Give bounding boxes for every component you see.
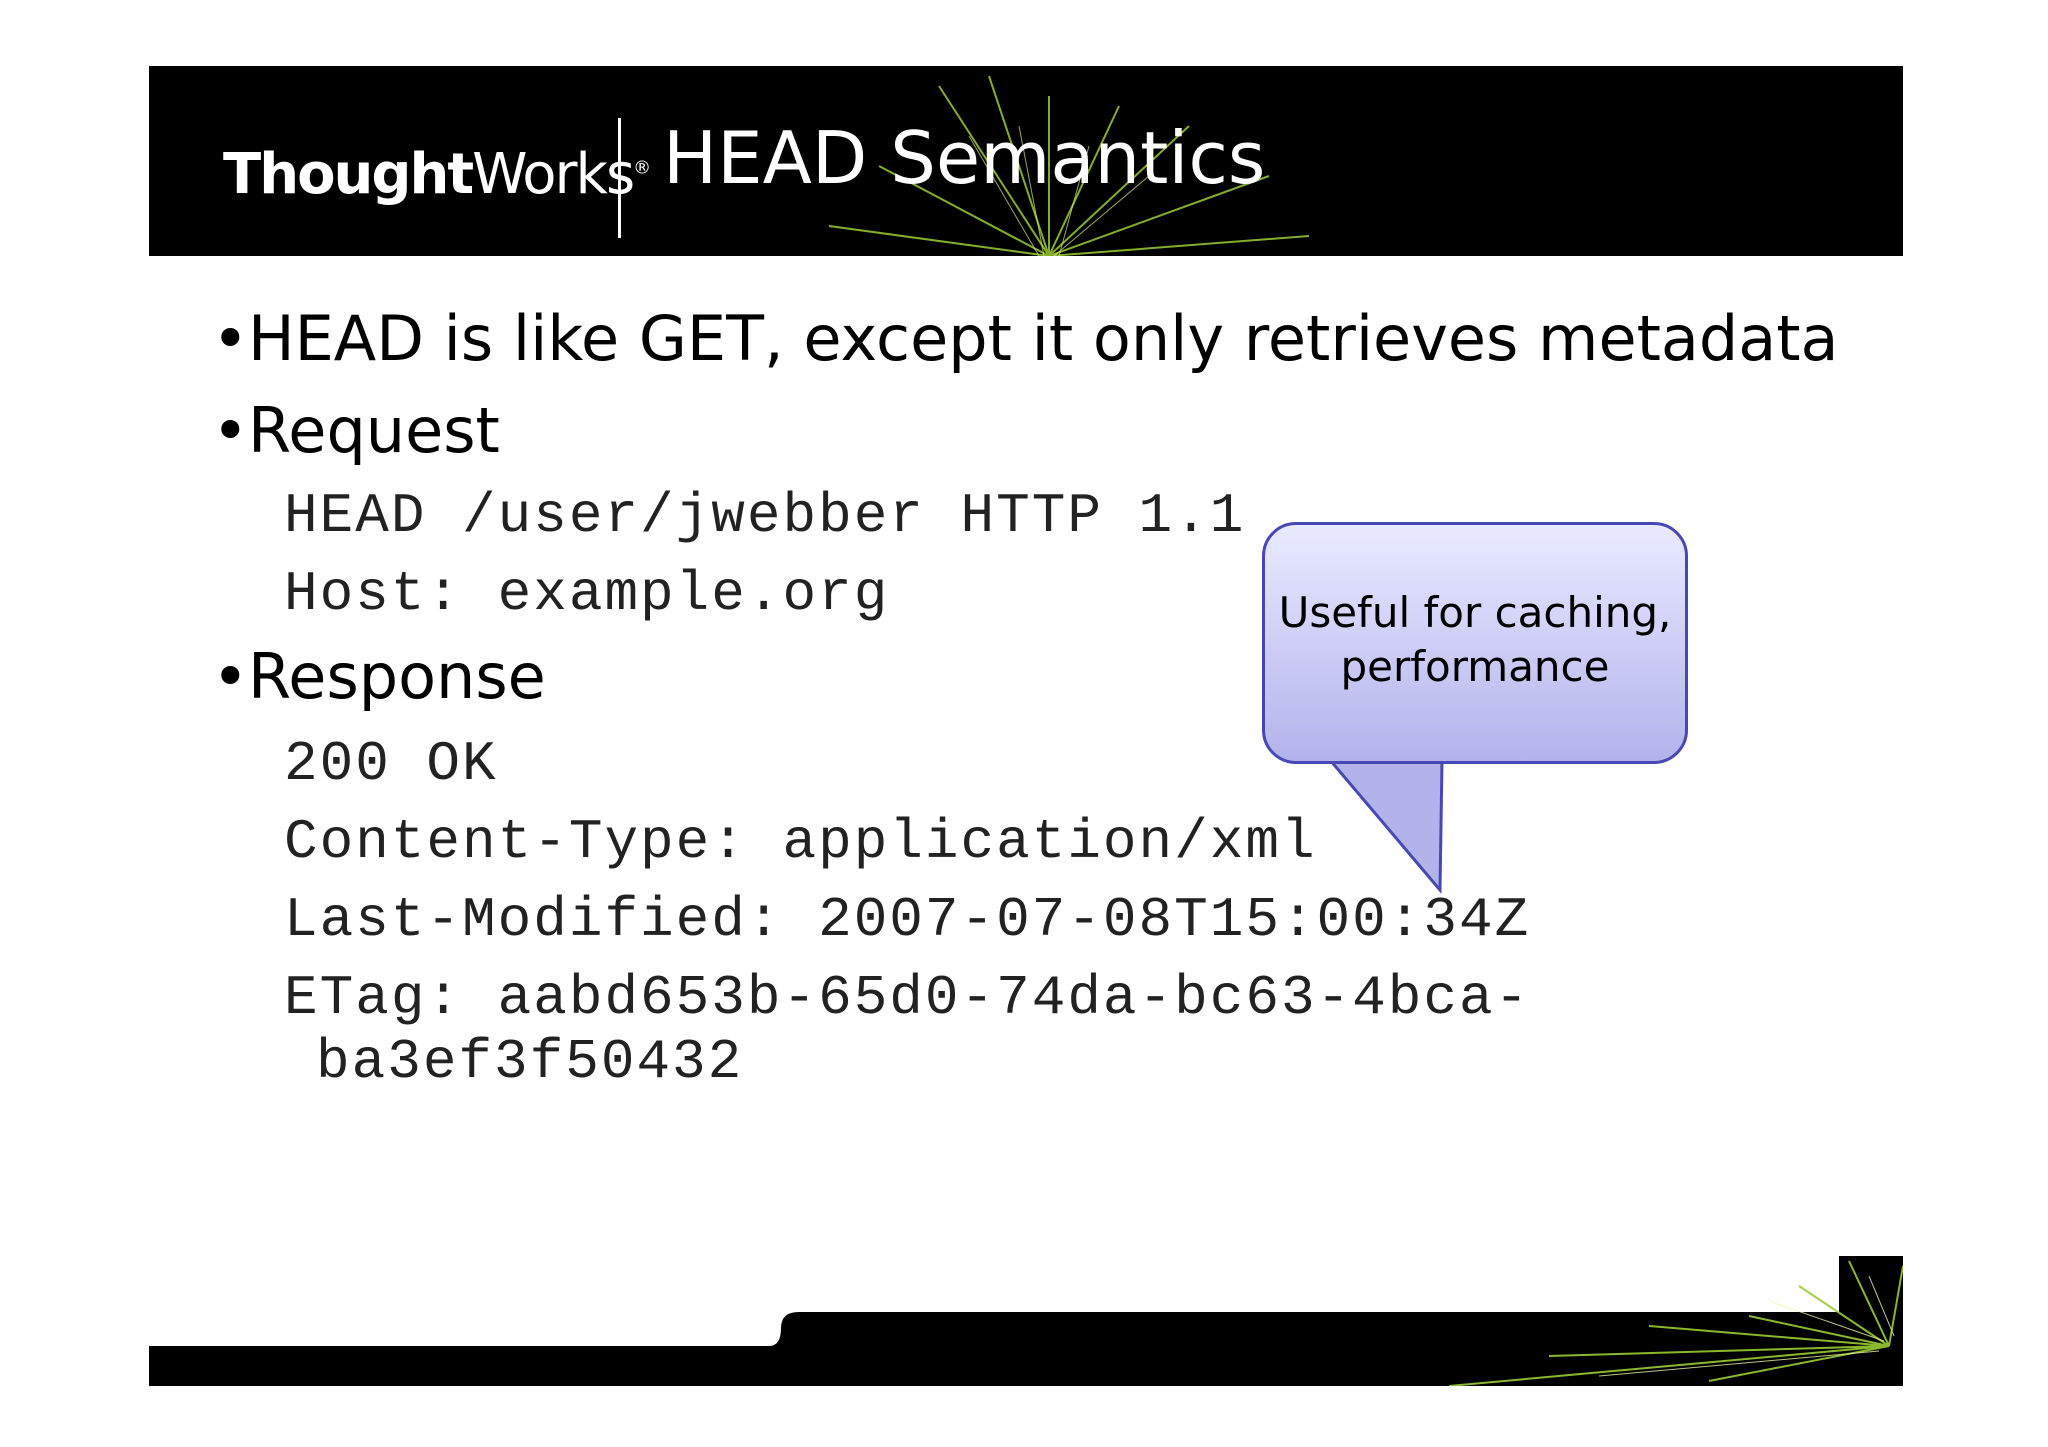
callout-line-1: Useful for caching, [1278, 588, 1672, 637]
bullet-request: •Request [212, 394, 500, 467]
response-line-4: ETag: aabd653b-65d0-74da-bc63-4bca- [284, 966, 1531, 1030]
bullet-head-description: •HEAD is like GET, except it only retrie… [212, 302, 1839, 375]
response-line-2: Content-Type: application/xml [284, 810, 1317, 874]
bullet-response: •Response [212, 640, 546, 713]
response-line-1: 200 OK [284, 732, 498, 796]
header-divider [618, 118, 621, 238]
slide-title: HEAD Semantics [663, 116, 1266, 200]
response-line-3: Last-Modified: 2007-07-08T15:00:34Z [284, 888, 1531, 952]
request-line-1: HEAD /user/jwebber HTTP 1.1 [284, 484, 1246, 548]
callout-bubble [1262, 522, 1688, 764]
response-line-5: ba3ef3f50432 [316, 1030, 744, 1094]
thoughtworks-logo: ThoughtWorks® [223, 142, 651, 207]
header-band: ThoughtWorks® HEAD Semantics [149, 66, 1903, 256]
footer-band [149, 1256, 1903, 1386]
callout-tail [1328, 760, 1444, 895]
request-line-2: Host: example.org [284, 562, 890, 626]
callout-line-2: performance [1340, 642, 1610, 691]
spark-burst-graphic [828, 75, 1310, 256]
callout-text: Useful for caching, performance [1262, 586, 1688, 694]
